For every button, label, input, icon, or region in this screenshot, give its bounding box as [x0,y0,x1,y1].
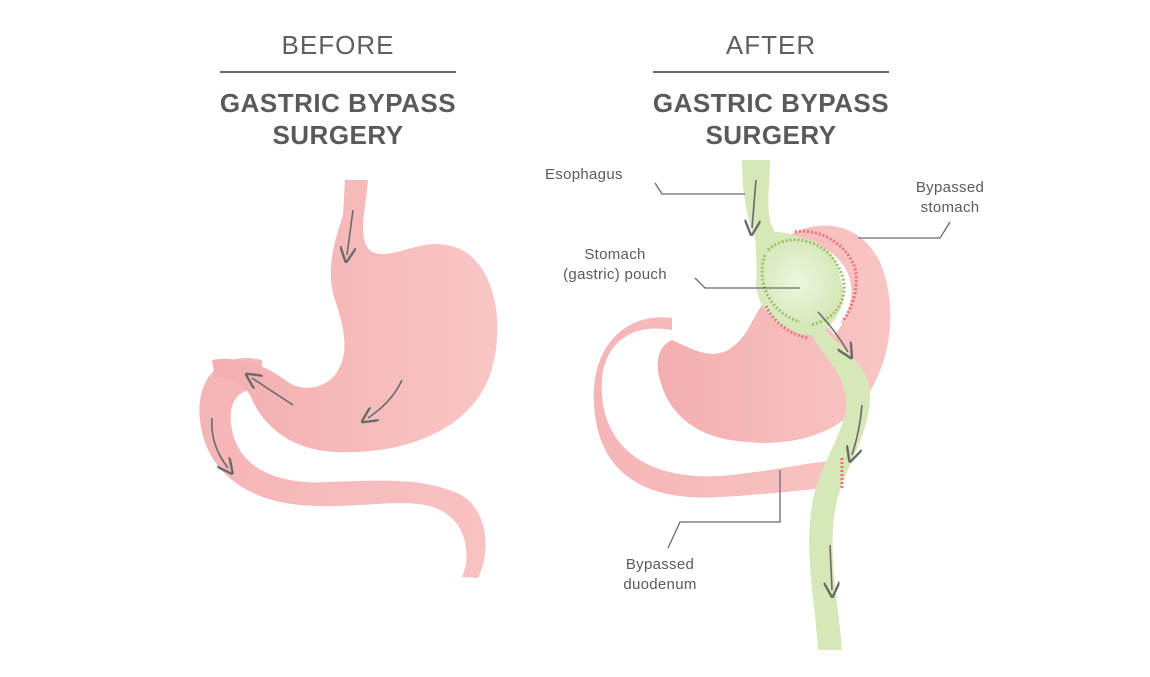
after-stomach-group [593,160,951,650]
label-pouch-line2: (gastric) pouch [563,266,667,283]
before-arrow-stomach [368,379,403,418]
label-bypassed-stomach: Bypassed stomach [900,178,1000,218]
after-duodenum [593,317,842,498]
leader-pouch [694,277,800,289]
before-header: BEFORE GASTRIC BYPASS SURGERY [218,30,458,151]
before-stomach-group [199,180,498,578]
after-staple-line-green [766,238,846,327]
after-gastric-pouch [756,238,840,326]
before-stomach [212,180,498,453]
after-arrow-limb-mid [852,404,863,455]
leader-esophagus [654,182,745,195]
before-title-line1: GASTRIC BYPASS [219,88,457,118]
after-arrow-esophagus [752,179,756,228]
after-divider [653,71,889,73]
after-staple-line-red-top [794,229,858,323]
label-bypassed-stomach-line2: stomach [920,199,980,216]
after-title-line1: GASTRIC BYPASS [652,88,890,118]
before-divider [220,71,456,73]
after-arrow-limb-low [830,544,832,590]
after-header: AFTER GASTRIC BYPASS SURGERY [651,30,891,151]
label-bypassed-duodenum: Bypassed duodenum [605,555,715,595]
before-label: BEFORE [281,30,395,60]
leader-bypassed-stomach [858,221,951,239]
before-arrow-esophagus [347,209,353,255]
label-bypassed-stomach-line1: Bypassed [915,179,985,196]
label-gastric-pouch: Stomach (gastric) pouch [540,245,690,285]
after-bypassed-stomach [657,225,891,443]
after-staple-line-green-left [760,254,801,324]
before-duodenum [199,358,486,578]
before-arrow-pylorus [252,378,294,406]
label-duodenum-line1: Bypassed [625,556,695,573]
after-label: AFTER [725,30,817,60]
label-esophagus-text: Esophagus [545,166,623,183]
before-arrow-duodenum [211,417,228,468]
leader-duodenum [667,470,781,549]
label-pouch-line1: Stomach [584,246,646,263]
before-title-line2: SURGERY [272,120,404,150]
after-arrow-pouch [817,311,848,352]
after-staple-line-red-left [764,305,809,340]
label-esophagus: Esophagus [545,165,623,185]
after-title-line2: SURGERY [705,120,837,150]
label-duodenum-line2: duodenum [623,576,697,593]
